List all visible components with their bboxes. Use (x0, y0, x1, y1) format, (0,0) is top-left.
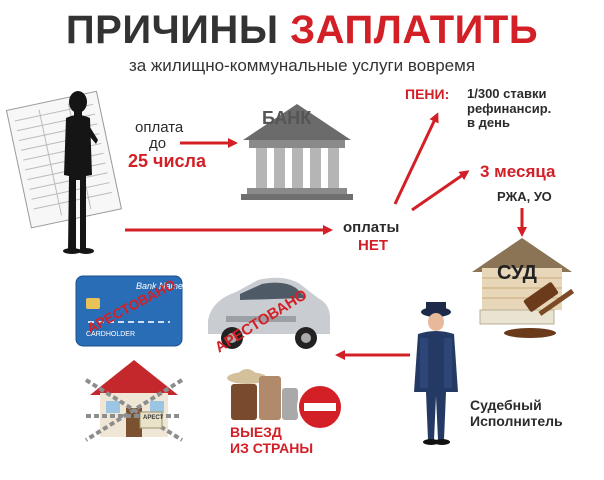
arrow-to-penalty (393, 112, 439, 205)
pay-deadline-label: оплата до (135, 120, 183, 152)
bailiff-line1: Судебный (470, 397, 542, 413)
house-arrest-tag: АРЕСТ (143, 415, 164, 421)
travel-ban-line1: ВЫЕЗД (230, 424, 282, 440)
bank-label: БАНК (262, 108, 312, 128)
penalty-line3: в день (467, 115, 510, 131)
penalty-description: 1/300 ставки рефинансир. в день (467, 86, 552, 131)
man-silhouette-icon (63, 91, 98, 254)
court-house-icon (472, 238, 575, 338)
travel-ban-line2: ИЗ СТРАНЫ (230, 439, 314, 456)
housing-orgs-label: РЖА, УО (497, 189, 552, 204)
card-holder: CARDHOLDER (86, 331, 136, 338)
pay-deadline-date: 25 числа (128, 151, 206, 171)
penalty-label: ПЕНИ: (405, 86, 450, 102)
flow-arrows (125, 112, 527, 360)
title-part-black: ПРИЧИНЫ (65, 8, 279, 52)
bailiff-label: Судебный Исполнитель (470, 397, 563, 429)
title-part-red: ЗАПЛАТИТЬ (290, 8, 539, 52)
card-bank-name: Bank Name (136, 281, 184, 291)
pay-label-line1: оплата (135, 119, 184, 136)
no-entry-sign-icon (297, 384, 343, 430)
luggage-icon (227, 369, 298, 420)
pay-label-line2: до (149, 134, 167, 152)
bailiff-officer-icon (414, 302, 458, 445)
car-icon (208, 277, 330, 349)
page-title: ПРИЧИНЫ ЗАПЛАТИТЬ (0, 6, 604, 54)
bank-card-icon (75, 275, 183, 347)
penalty-line2: рефинансир. (467, 100, 552, 116)
no-payment-line2: НЕТ (358, 237, 388, 254)
months-label: 3 месяца (480, 162, 556, 181)
page-subtitle: за жилищно-коммунальные услуги вовремя (128, 56, 476, 75)
receipt-document-icon (5, 90, 123, 229)
house-in-chains-icon (84, 360, 184, 442)
penalty-line1: 1/300 ставки (467, 86, 547, 101)
bank-building-icon (241, 104, 353, 200)
bailiff-line2: Исполнитель (470, 412, 563, 429)
court-label: СУД (497, 262, 537, 284)
arrow-to-months (411, 170, 470, 212)
no-payment-line1: оплаты (343, 219, 400, 236)
travel-ban-label: ВЫЕЗД ИЗ СТРАНЫ (230, 424, 314, 456)
